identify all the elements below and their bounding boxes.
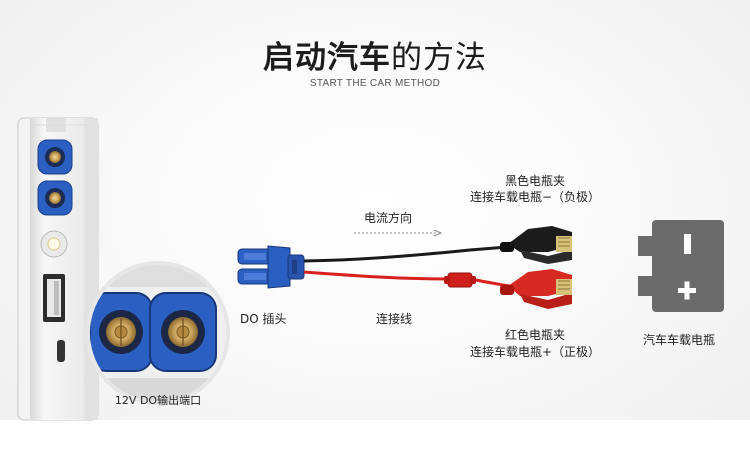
current-direction-arrow — [354, 229, 443, 237]
title-bold: 启动汽车 — [263, 40, 391, 76]
do-port-label: 12V DO输出端口 — [114, 394, 202, 407]
bottom-band — [0, 420, 750, 450]
black-clip — [500, 226, 572, 264]
red-clip — [500, 269, 572, 309]
port-zoom-circle — [86, 261, 230, 405]
ec-port-bottom — [37, 180, 73, 216]
connecting-cable-label: 连接线 — [376, 312, 413, 326]
title-rest: 的方法 — [391, 40, 487, 76]
do-plug-label: DO 插头 — [240, 312, 287, 326]
page-subtitle: START THE CAR METHOD — [309, 78, 441, 89]
ec-port-top — [37, 139, 73, 175]
usb-port-icon — [43, 274, 65, 322]
black-clip-title: 黑色电瓶夹 — [504, 174, 565, 188]
do-plug — [237, 245, 305, 289]
red-clip-title: 红色电瓶夹 — [504, 328, 565, 342]
black-cable — [303, 244, 521, 263]
red-clip-desc: 连接车载电瓶+（正极） — [469, 345, 601, 359]
page-title: 启动汽车的方法 — [0, 32, 750, 77]
micro-usb-port-icon — [57, 340, 65, 362]
flashlight-icon — [40, 230, 68, 258]
red-cable — [303, 270, 451, 281]
car-battery-icon — [638, 220, 724, 312]
black-clip-desc: 连接车载电瓶−（负极） — [469, 190, 601, 204]
current-direction-label: 电流方向 — [364, 211, 413, 225]
car-battery-label: 汽车车载电瓶 — [642, 333, 715, 347]
inline-fuse — [444, 272, 476, 288]
